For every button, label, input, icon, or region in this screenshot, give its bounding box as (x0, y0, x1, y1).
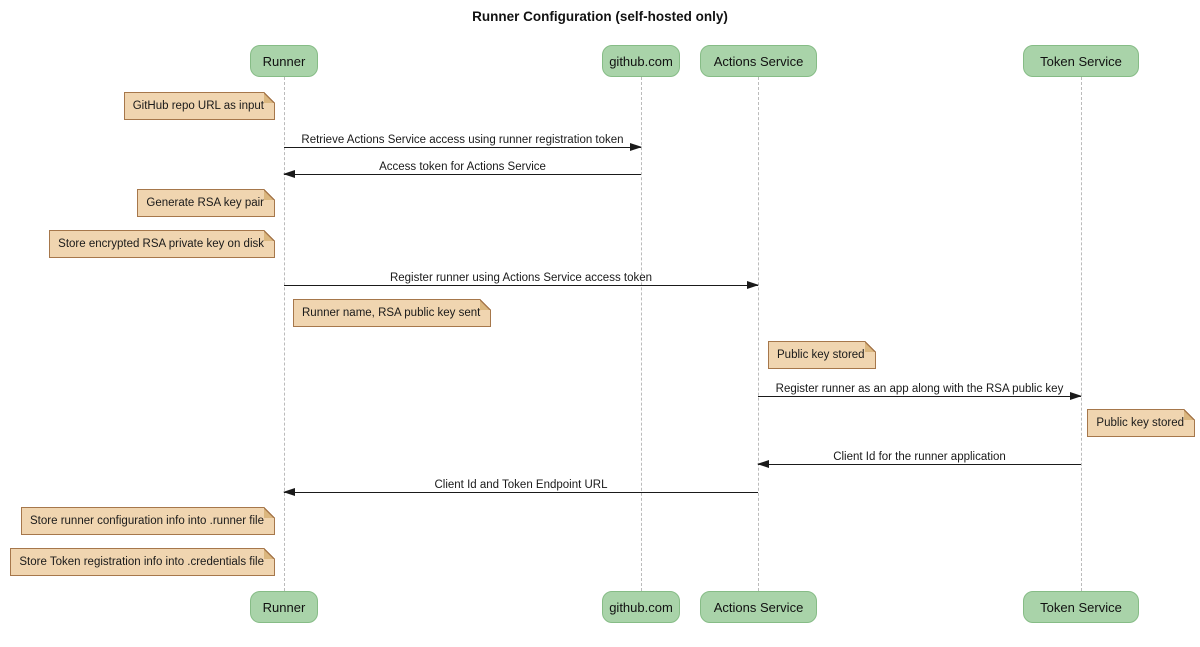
lifeline-runner (284, 77, 285, 591)
diagram-title: Runner Configuration (self-hosted only) (472, 9, 728, 24)
lifeline-actions-service (758, 77, 759, 591)
arrowhead-left-icon (283, 170, 295, 178)
participant-github-com-bottom: github.com (602, 591, 680, 623)
message-label: Retrieve Actions Service access using ru… (301, 134, 624, 146)
arrowhead-right-icon (630, 143, 642, 151)
note-github-repo-url: GitHub repo URL as input (123, 92, 276, 120)
arrowhead-right-icon (1070, 392, 1082, 400)
participant-token-service-top: Token Service (1023, 45, 1139, 77)
arrowhead-left-icon (283, 488, 295, 496)
message-line (758, 464, 1081, 465)
participant-github-com-top: github.com (602, 45, 680, 77)
participant-runner-bottom: Runner (250, 591, 318, 623)
note-text: Runner name, RSA public key sent (302, 307, 481, 319)
note-text: Public key stored (1096, 417, 1184, 429)
message-label: Access token for Actions Service (379, 161, 546, 173)
note-store-private-key: Store encrypted RSA private key on disk (49, 230, 275, 258)
lifeline-token-service (1081, 77, 1082, 591)
note-text: GitHub repo URL as input (132, 100, 264, 112)
message-label: Register runner as an app along with the… (775, 383, 1064, 395)
note-text: Public key stored (777, 349, 865, 361)
note-text: Generate RSA key pair (146, 197, 264, 209)
message-line (284, 285, 758, 286)
participant-actions-service-bottom: Actions Service (700, 591, 817, 623)
participant-token-service-bottom: Token Service (1023, 591, 1139, 623)
note-text: Store Token registration info into .cred… (19, 556, 264, 568)
note-text: Store encrypted RSA private key on disk (58, 238, 264, 250)
message-line (284, 147, 641, 148)
note-public-key-stored-actions: Public key stored (768, 341, 876, 369)
arrowhead-right-icon (747, 281, 759, 289)
note-generate-rsa-key-pair: Generate RSA key pair (137, 189, 275, 217)
note-store-runner-file: Store runner configuration info into .ru… (21, 507, 275, 535)
message-label: Client Id for the runner application (833, 451, 1006, 463)
message-label: Register runner using Actions Service ac… (389, 272, 653, 284)
arrowhead-left-icon (757, 460, 769, 468)
note-text: Store runner configuration info into .ru… (30, 515, 264, 527)
note-runner-name-public-key: Runner name, RSA public key sent (293, 299, 492, 327)
note-store-credentials-file: Store Token registration info into .cred… (10, 548, 275, 576)
participant-runner-top: Runner (250, 45, 318, 77)
message-line (284, 174, 641, 175)
lifeline-github-com (641, 77, 642, 591)
message-line (284, 492, 758, 493)
message-line (758, 396, 1081, 397)
note-public-key-stored-token: Public key stored (1087, 409, 1195, 437)
participant-actions-service-top: Actions Service (700, 45, 817, 77)
message-label: Client Id and Token Endpoint URL (434, 479, 608, 491)
